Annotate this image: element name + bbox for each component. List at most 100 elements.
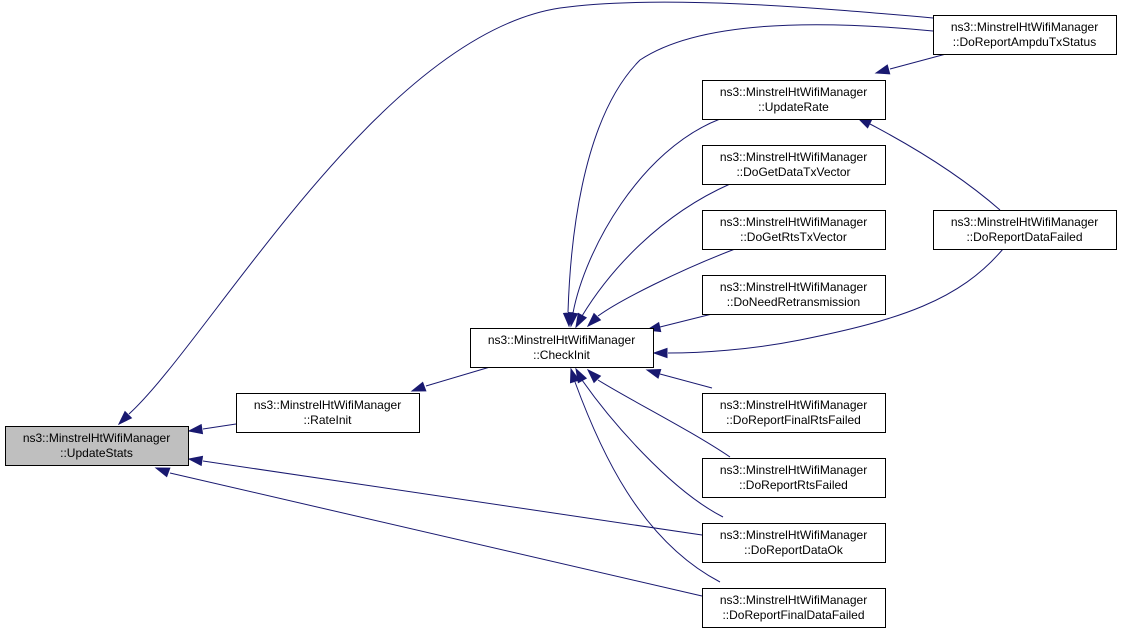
node-method-label: ::DoReportFinalRtsFailed: [726, 413, 861, 427]
node-namespace-label: ns3::MinstrelHtWifiManager: [488, 333, 635, 347]
arrowhead-icon: [652, 347, 668, 359]
arrowhead-icon: [187, 455, 204, 467]
node-method-label: ::DoNeedRetransmission: [727, 295, 860, 309]
arrowhead-icon: [874, 64, 891, 75]
node-namespace-label: ns3::MinstrelHtWifiManager: [951, 215, 1098, 229]
node-do-report-rts-failed[interactable]: ns3::MinstrelHtWifiManager::DoReportRtsF…: [702, 458, 886, 498]
node-method-label: ::DoGetDataTxVector: [736, 165, 850, 179]
edge-do-report-ampdu-tx-status-to-update-stats: [117, 1, 934, 426]
edge-line: [659, 373, 713, 389]
edge-update-rate-to-check-init: [567, 118, 721, 328]
node-box[interactable]: [702, 393, 886, 433]
node-namespace-label: ns3::MinstrelHtWifiManager: [720, 280, 867, 294]
arrowhead-icon: [575, 312, 588, 329]
node-do-get-rts-tx-vector[interactable]: ns3::MinstrelHtWifiManager::DoGetRtsTxVe…: [702, 210, 886, 250]
edges-layer: [117, 1, 1004, 597]
node-box[interactable]: [702, 210, 886, 250]
node-box[interactable]: [470, 328, 654, 368]
edge-line: [567, 24, 934, 313]
edge-rate-init-to-update-stats: [187, 423, 237, 435]
node-do-report-data-failed[interactable]: ns3::MinstrelHtWifiManager::DoReportData…: [933, 210, 1117, 250]
node-namespace-label: ns3::MinstrelHtWifiManager: [720, 398, 867, 412]
edge-line: [889, 53, 947, 70]
edge-do-get-data-tx-vector-to-check-init: [575, 183, 731, 329]
node-box[interactable]: [5, 426, 189, 466]
node-box[interactable]: [702, 275, 886, 315]
node-do-report-final-rts-failed[interactable]: ns3::MinstrelHtWifiManager::DoReportFina…: [702, 393, 886, 433]
node-method-label: ::DoReportAmpduTxStatus: [953, 35, 1096, 49]
node-box[interactable]: [702, 588, 886, 628]
edge-do-report-data-failed-to-check-init: [652, 248, 1004, 359]
edge-do-report-data-failed-to-update-rate: [856, 117, 1001, 211]
edge-line: [581, 379, 724, 518]
edge-line: [425, 366, 491, 387]
node-box[interactable]: [933, 15, 1117, 55]
node-namespace-label: ns3::MinstrelHtWifiManager: [951, 20, 1098, 34]
edge-line: [597, 248, 736, 317]
edge-line: [169, 472, 703, 597]
node-box[interactable]: [236, 393, 420, 433]
node-box[interactable]: [702, 145, 886, 185]
node-box[interactable]: [702, 80, 886, 120]
node-update-rate[interactable]: ns3::MinstrelHtWifiManager::UpdateRate: [702, 80, 886, 120]
edge-line: [574, 381, 721, 583]
edge-line: [597, 379, 731, 458]
arrowhead-icon: [586, 368, 602, 384]
node-method-label: ::RateInit: [303, 413, 352, 427]
node-method-label: ::DoReportDataOk: [744, 543, 844, 557]
node-namespace-label: ns3::MinstrelHtWifiManager: [23, 431, 170, 445]
node-namespace-label: ns3::MinstrelHtWifiManager: [720, 463, 867, 477]
edge-line: [581, 183, 731, 317]
node-do-report-final-data-failed[interactable]: ns3::MinstrelHtWifiManager::DoReportFina…: [702, 588, 886, 628]
node-method-label: ::DoReportDataFailed: [966, 230, 1082, 244]
node-method-label: ::UpdateRate: [758, 100, 829, 114]
arrowhead-icon: [586, 312, 602, 328]
arrowhead-icon: [117, 410, 133, 426]
node-method-label: ::DoReportFinalDataFailed: [722, 608, 864, 622]
node-box[interactable]: [702, 458, 886, 498]
node-method-label: ::DoGetRtsTxVector: [740, 230, 847, 244]
node-namespace-label: ns3::MinstrelHtWifiManager: [720, 528, 867, 542]
edge-line: [659, 313, 713, 328]
node-box[interactable]: [702, 523, 886, 563]
arrowhead-icon: [567, 311, 579, 328]
arrowhead-icon: [410, 381, 427, 392]
edge-do-get-rts-tx-vector-to-check-init: [586, 248, 736, 328]
edge-line: [869, 123, 1001, 211]
node-namespace-label: ns3::MinstrelHtWifiManager: [720, 85, 867, 99]
node-rate-init[interactable]: ns3::MinstrelHtWifiManager::RateInit: [236, 393, 420, 433]
edge-do-report-ampdu-tx-status-to-update-rate: [874, 53, 947, 75]
node-do-report-ampdu-tx-status[interactable]: ns3::MinstrelHtWifiManager::DoReportAmpd…: [933, 15, 1117, 55]
edge-line: [202, 460, 703, 536]
node-do-get-data-tx-vector[interactable]: ns3::MinstrelHtWifiManager::DoGetDataTxV…: [702, 145, 886, 185]
node-method-label: ::DoReportRtsFailed: [739, 478, 848, 492]
node-namespace-label: ns3::MinstrelHtWifiManager: [720, 215, 867, 229]
edge-line: [667, 248, 1004, 354]
edge-do-report-final-data-failed-to-check-init: [569, 367, 721, 583]
edge-do-report-data-ok-to-check-init: [575, 367, 724, 518]
arrowhead-icon: [154, 467, 171, 478]
node-method-label: ::UpdateStats: [60, 446, 133, 460]
edge-do-report-rts-failed-to-check-init: [586, 368, 731, 458]
edge-do-report-final-rts-failed-to-check-init: [645, 368, 713, 389]
node-box[interactable]: [933, 210, 1117, 250]
node-namespace-label: ns3::MinstrelHtWifiManager: [720, 593, 867, 607]
edge-check-init-to-rate-init: [410, 366, 491, 392]
arrowhead-icon: [645, 368, 662, 379]
node-update-stats[interactable]: ns3::MinstrelHtWifiManager::UpdateStats: [5, 426, 189, 466]
edge-do-report-final-data-failed-to-update-stats: [154, 467, 703, 597]
edge-do-report-data-ok-to-update-stats: [187, 455, 703, 536]
edge-do-need-retransmission-to-check-init: [645, 313, 713, 333]
node-namespace-label: ns3::MinstrelHtWifiManager: [254, 398, 401, 412]
arrowhead-icon: [569, 367, 580, 384]
node-do-report-data-ok[interactable]: ns3::MinstrelHtWifiManager::DoReportData…: [702, 523, 886, 563]
edge-line: [128, 1, 934, 415]
node-check-init[interactable]: ns3::MinstrelHtWifiManager::CheckInit: [470, 328, 654, 368]
node-namespace-label: ns3::MinstrelHtWifiManager: [720, 150, 867, 164]
edge-line: [572, 118, 721, 314]
arrowhead-icon: [187, 423, 204, 435]
node-do-need-retransmission[interactable]: ns3::MinstrelHtWifiManager::DoNeedRetran…: [702, 275, 886, 315]
node-method-label: ::CheckInit: [533, 348, 590, 362]
nodes-layer: ns3::MinstrelHtWifiManager::UpdateStatsn…: [5, 15, 1117, 628]
